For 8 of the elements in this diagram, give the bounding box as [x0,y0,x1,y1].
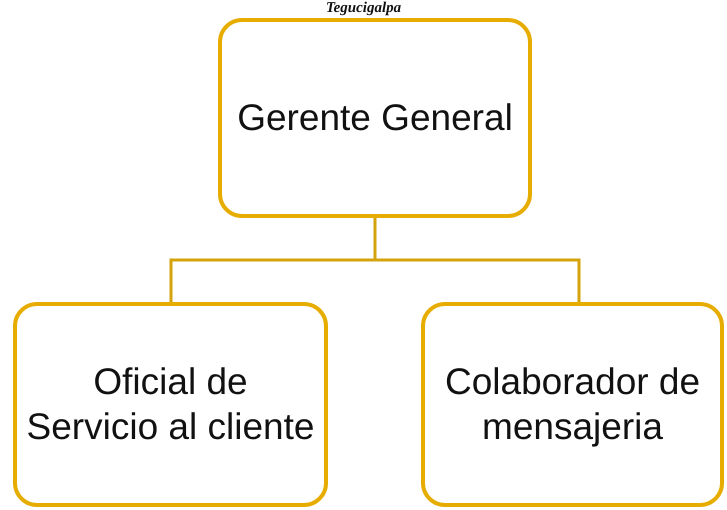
org-box [421,302,724,507]
role-label: Colaborador de mensajeria [444,360,702,449]
connector-line [374,218,580,302]
role-label: Oficial de Servicio al cliente [26,360,316,448]
org-box [218,18,532,218]
title: Tegucigalpa [324,0,402,16]
role-label: Gerente General [236,96,514,140]
org-box [13,302,328,507]
